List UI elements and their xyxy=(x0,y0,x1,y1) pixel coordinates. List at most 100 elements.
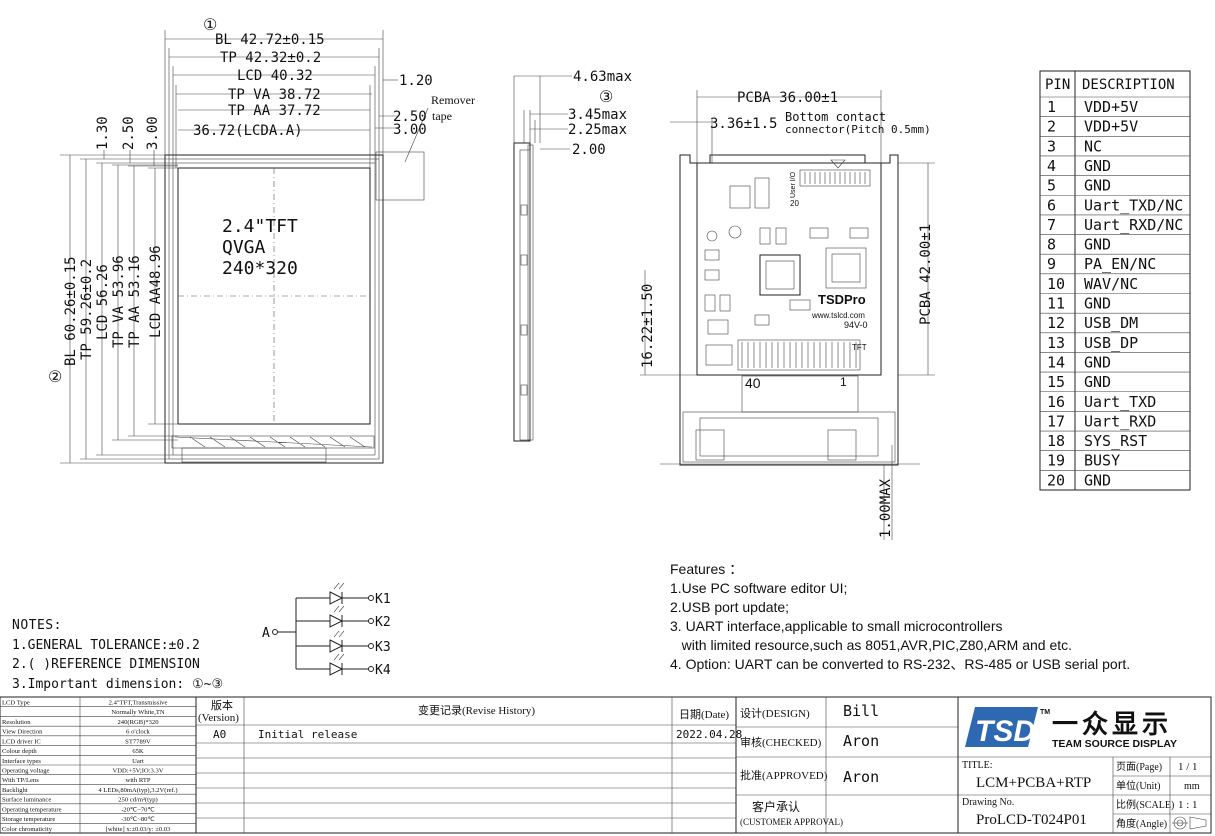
screen-text-resolution: 240*320 xyxy=(222,258,298,279)
led-branch xyxy=(296,582,374,605)
pin-description: PA_EN/NC xyxy=(1084,255,1156,273)
pin-description: Uart_TXD/NC xyxy=(1084,196,1183,214)
pin-number: 12 xyxy=(1047,314,1065,332)
dim-tp-va-height: TP VA 53.96 xyxy=(111,255,127,348)
dim-left-16-22: 16.22±1.50 xyxy=(640,284,656,368)
pin-number: 11 xyxy=(1047,295,1065,313)
dim-top-3-00: 3.00 xyxy=(145,116,161,150)
notes-title: NOTES: xyxy=(12,618,62,633)
spec-label: With TP/Lens xyxy=(2,777,39,784)
pin-description: GND xyxy=(1084,373,1111,391)
dim-right-2-50: 2.50 xyxy=(393,109,427,125)
pin-number: 4 xyxy=(1047,157,1056,175)
feature-1: 1.Use PC software editor UI; xyxy=(670,580,848,596)
pin-description: GND xyxy=(1084,236,1111,254)
spec-value: 2.4"TFT,Transmissive xyxy=(109,700,168,707)
pin-number: 14 xyxy=(1047,353,1065,371)
spec-value: Normally White,TN xyxy=(111,709,165,716)
feature-3-cont: with limited resource,such as 8051,AVR,P… xyxy=(670,637,1073,653)
callout-2: ② xyxy=(48,369,62,386)
approved-label: 批准(APPROVED) xyxy=(740,768,828,782)
rev-header-version: 版本 xyxy=(211,698,233,712)
title-value: LCM+PCBA+RTP xyxy=(976,775,1091,791)
pin-description: USB_DP xyxy=(1084,334,1138,352)
pin-number: 18 xyxy=(1047,432,1065,450)
pin-number: 6 xyxy=(1047,196,1056,214)
dim-bl-height: BL 60.26±0.15 xyxy=(63,256,79,366)
side-view: 4.63max 3.45max 2.25max 2.00 ③ xyxy=(513,69,632,442)
features-block: Features ： 1.Use PC software editor UI; … xyxy=(670,560,1130,674)
pin-description: GND xyxy=(1084,177,1111,195)
dim-top-1-30: 1.30 xyxy=(95,116,111,150)
pin-number: 1 xyxy=(1047,98,1056,116)
page-value: 1 / 1 xyxy=(1178,761,1198,773)
dim-lcd-aa-width: 36.72(LCDA.A) xyxy=(193,123,303,139)
tft-label: TFT xyxy=(852,343,867,352)
pin-number: 20 xyxy=(1047,471,1065,489)
title-label: TITLE: xyxy=(962,760,993,771)
spec-value: -30℃~80℃ xyxy=(121,816,155,823)
checked-name: Aron xyxy=(843,732,879,750)
cathode-k2: K2 xyxy=(375,615,391,630)
side-dim-4-63: 4.63max xyxy=(573,69,632,85)
pin-description: GND xyxy=(1084,295,1111,313)
dim-pcba-width: PCBA 36.00±1 xyxy=(737,90,838,106)
spec-label: Operating voltage xyxy=(2,768,49,775)
remover-label: Remover xyxy=(431,93,475,107)
customer-label: 客户承认 xyxy=(752,799,800,814)
spec-value: VDD:+5V;IO:3.3V xyxy=(112,768,163,775)
pcba-board xyxy=(696,162,882,376)
led-branch xyxy=(296,605,374,628)
dim-lcd-aa-height: LCD AA48.96 xyxy=(148,245,164,338)
pin-1-label: 1 xyxy=(840,375,847,389)
projection-symbol-icon xyxy=(1172,816,1207,830)
side-dim-2-00: 2.00 xyxy=(572,142,606,158)
led-circuit: A K1 K2 K3 K4 xyxy=(262,582,391,678)
spec-value: 4 LEDs,80mA(typ),3.2V(ref.) xyxy=(98,787,177,794)
spec-label: Resolution xyxy=(2,719,31,726)
pin-number: 2 xyxy=(1047,118,1056,136)
anode-label: A xyxy=(262,626,270,641)
dim-right-3-00: 3.00 xyxy=(393,122,427,138)
dim-tp-aa-width: TP AA 37.72 xyxy=(228,103,321,119)
spec-label: Storage temperature xyxy=(2,816,55,823)
spec-value: 240(RGB)*320 xyxy=(117,719,159,726)
spec-value: ST7789V xyxy=(125,738,151,745)
dim-right-1-20: 1.20 xyxy=(399,73,433,89)
unit-label: 单位(Unit) xyxy=(1116,779,1160,792)
rev-header-version-en: (Version) xyxy=(198,712,239,724)
pin-description: SYS_RST xyxy=(1084,432,1147,450)
design-label: 设计(DESIGN) xyxy=(740,707,810,720)
title-block: TSD TM 一众显示 TEAM SOURCE DISPLAY TITLE: L… xyxy=(957,696,1212,834)
spec-value: with RTP xyxy=(125,777,150,784)
logo-tm: TM xyxy=(1040,709,1050,716)
features-title: Features ： xyxy=(670,561,744,577)
dim-tp-aa-height: TP AA 53.16 xyxy=(127,255,143,348)
pin-number: 13 xyxy=(1047,334,1065,352)
pin-description: VDD+5V xyxy=(1084,118,1138,136)
spec-value: 6 o'clock xyxy=(126,729,150,736)
pin-number: 7 xyxy=(1047,216,1056,234)
pin-description: Uart_RXD xyxy=(1084,412,1156,430)
pin-number: 8 xyxy=(1047,236,1056,254)
revision-table: 版本 (Version) 变更记录(Revise History) 日期(Dat… xyxy=(195,696,742,834)
unit-value: mm xyxy=(1184,781,1200,792)
tape-label: tape xyxy=(432,109,452,123)
pin-description: WAV/NC xyxy=(1084,275,1138,293)
dim-tp-height: TP 59.26±0.2 xyxy=(79,259,95,360)
screen-text-qvga: QVGA xyxy=(222,237,266,258)
cathode-k3: K3 xyxy=(375,640,391,655)
brand-logo: TSDPro xyxy=(818,292,866,307)
dim-top-2-50: 2.50 xyxy=(121,116,137,150)
dim-tp-width: TP 42.32±0.2 xyxy=(220,50,321,66)
front-view: ① BL 42.72±0.15 TP 42.32±0.2 LCD 40.32 T… xyxy=(48,17,475,464)
spec-label: Color chromaticity xyxy=(2,826,53,833)
page-label: 页面(Page) xyxy=(1116,761,1162,773)
remover-tape xyxy=(375,151,425,201)
pin-number: 15 xyxy=(1047,373,1065,391)
pin-number: 5 xyxy=(1047,177,1056,195)
pin-description: VDD+5V xyxy=(1084,98,1138,116)
